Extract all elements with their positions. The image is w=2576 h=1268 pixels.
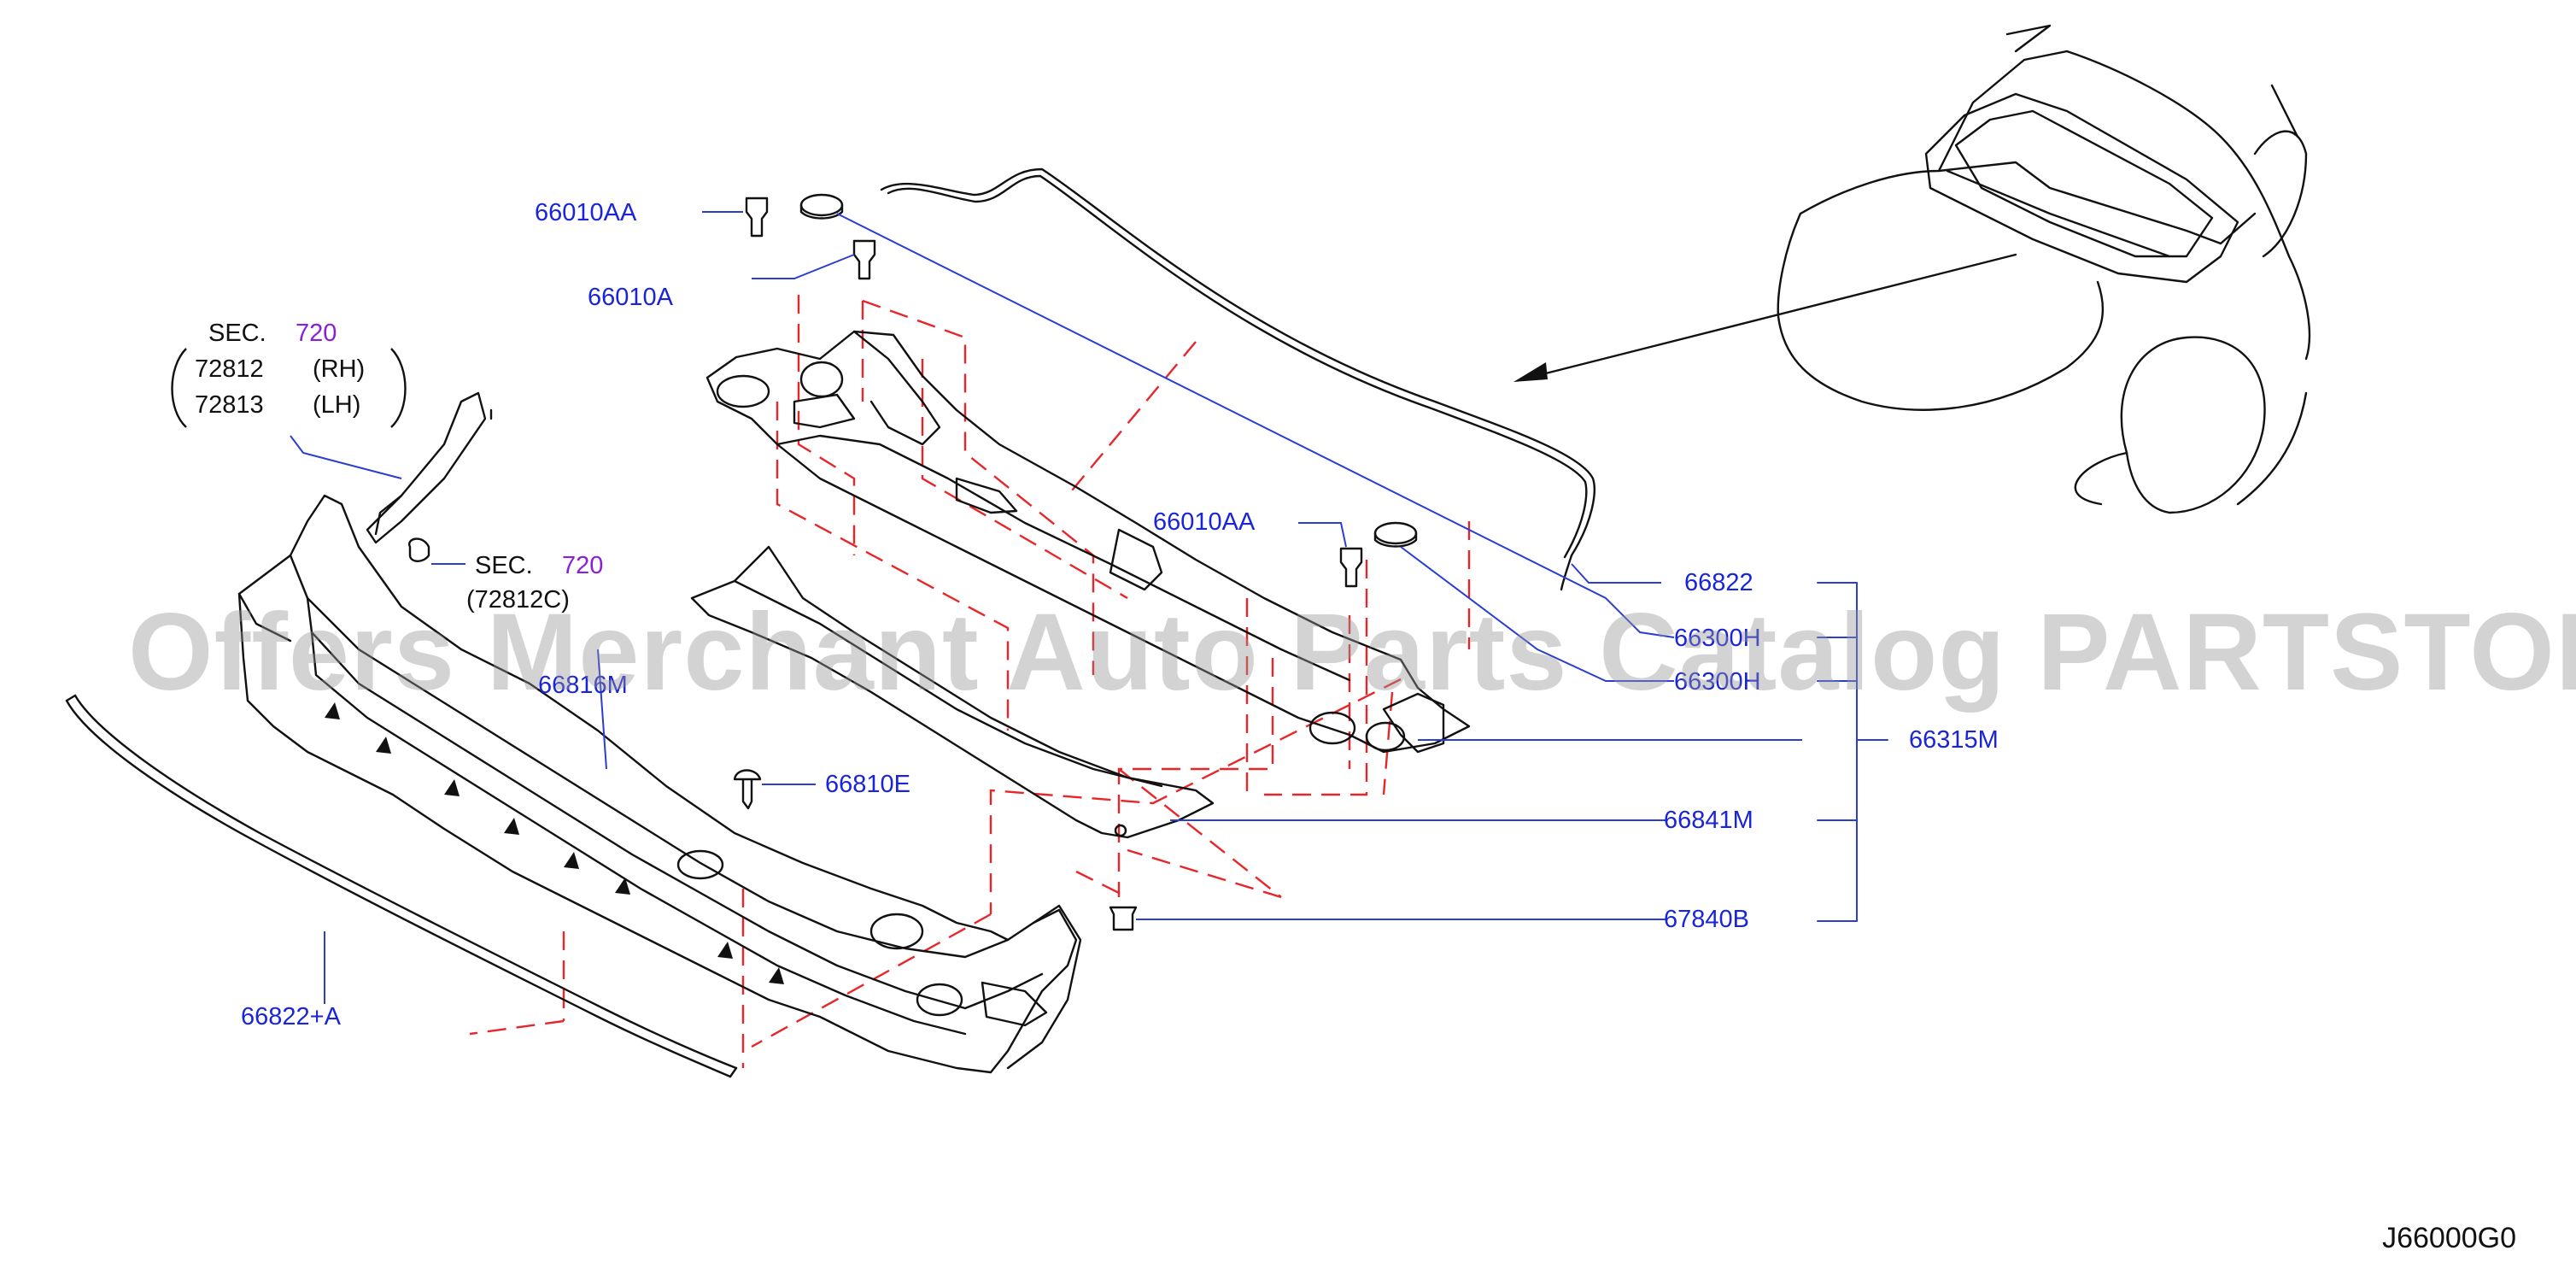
part-72813: 72813 — [195, 391, 264, 419]
callout-66010AA-2: 66010AA — [1153, 508, 1256, 536]
callout-67840B: 67840B — [1664, 906, 1749, 933]
sec-group-bracket-right — [390, 348, 407, 428]
sec-group-bracket-left — [171, 348, 187, 428]
alignment-guides — [469, 295, 1471, 1068]
upper-cowl-panel — [705, 330, 1471, 754]
grommet-66300H-1 — [799, 193, 844, 217]
callout-66010AA-1: 66010AA — [535, 199, 637, 226]
callout-66010A: 66010A — [588, 284, 673, 311]
clip-72812C — [408, 537, 430, 562]
sec-ref-1-number[interactable]: 720 — [296, 320, 337, 347]
windshield-seal — [880, 167, 1595, 591]
line-art — [65, 24, 2311, 1078]
pushpin-66810E — [733, 769, 762, 810]
cowl-top-grille — [237, 494, 1082, 1074]
part-72812: 72812 — [195, 355, 264, 383]
side-bracket — [366, 391, 493, 544]
sec-ref-2-label: SEC. — [475, 552, 533, 579]
part-72812C: (72812C) — [466, 586, 570, 613]
direction-arrow — [1527, 253, 2017, 379]
clip-66010AA-2 — [1339, 547, 1363, 588]
callout-66822A: 66822+A — [241, 1003, 341, 1030]
part-72813-side: (LH) — [313, 391, 361, 419]
sec-ref-1-label: SEC. — [208, 320, 266, 347]
vehicle-overview — [1777, 24, 2311, 514]
callout-66816M: 66816M — [538, 672, 628, 699]
diagram-code: J66000G0 — [2382, 1222, 2516, 1254]
sec-ref-2-number[interactable]: 720 — [562, 552, 604, 579]
cowl-seal-strip — [65, 694, 738, 1078]
callout-66315M: 66315M — [1909, 726, 1999, 754]
fasteners — [408, 193, 1418, 931]
watermark: Offers Merchant Auto Parts Catalog PARTS… — [128, 591, 2576, 713]
clip-66010A — [852, 239, 876, 280]
leader-lines — [290, 211, 1802, 1004]
direction-arrowhead — [1513, 362, 1548, 382]
part-72812-side: (RH) — [313, 355, 366, 383]
grommet-67840B — [1109, 906, 1138, 931]
grille-vents — [325, 702, 784, 984]
callout-66300H-2: 66300H — [1674, 668, 1761, 696]
lower-insulator-panel — [690, 545, 1215, 839]
clip-66010AA-1 — [745, 197, 769, 238]
callout-bracket — [1817, 582, 1888, 922]
callout-66841M: 66841M — [1664, 807, 1753, 834]
callout-66810E: 66810E — [825, 771, 910, 798]
callout-66300H-1: 66300H — [1674, 625, 1761, 652]
grommet-66300H-2 — [1373, 521, 1418, 545]
callout-66822: 66822 — [1684, 569, 1753, 596]
